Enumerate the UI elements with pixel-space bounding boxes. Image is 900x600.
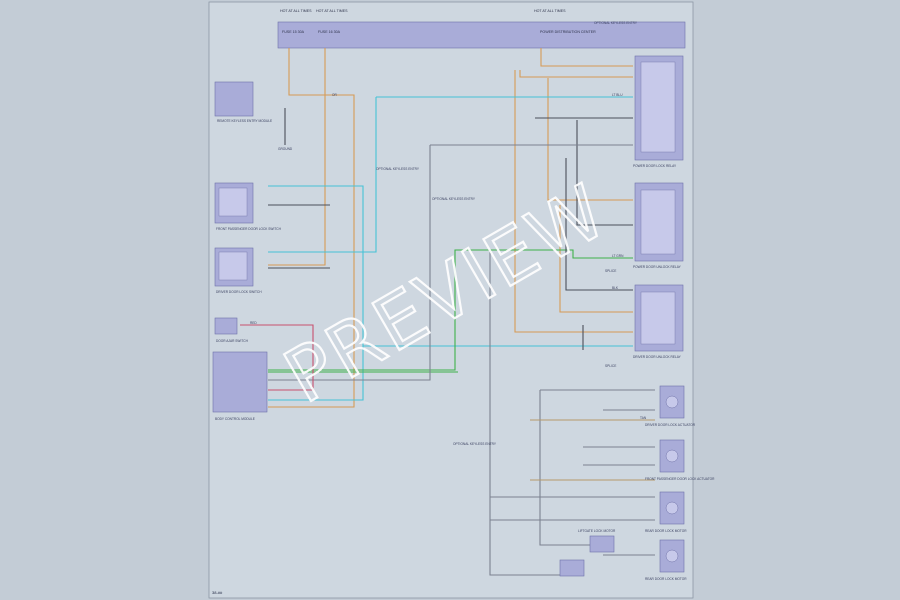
optional-note-3: OPTIONAL KEYLESS ENTRY — [453, 442, 497, 446]
driver-door-unlock-relay: DRIVER DOOR UNLOCK RELAY — [633, 284, 684, 359]
door-ajar-label: DOOR AJAR SWITCH — [216, 339, 249, 343]
front-passenger-door-lock-switch: FRONT PASSENGER DOOR LOCK SWITCH — [214, 182, 282, 231]
power-door-unlock-relay: POWER DOOR UNLOCK RELAY — [633, 182, 684, 269]
wire-label-dark: BLK — [612, 286, 619, 290]
wire-label-tan: TAN — [640, 416, 647, 420]
body-control-module: BODY CONTROL MODULE — [212, 351, 268, 421]
actuator-4-label: REAR DOOR LOCK MOTOR — [645, 577, 687, 581]
liftgate-lock-motor: LIFTGATE LOCK MOTOR — [578, 529, 616, 553]
optional-note-1: OPTIONAL KEYLESS ENTRY — [376, 167, 420, 171]
actuator-3-label: REAR DOOR LOCK MOTOR — [645, 529, 687, 533]
page-number: 38-## — [212, 590, 223, 595]
fuse-1-top: HOT AT ALL TIMES — [280, 9, 312, 13]
diagram-sheet — [208, 1, 694, 599]
wire-label-red: RED — [250, 321, 257, 325]
body-module-label: BODY CONTROL MODULE — [215, 417, 255, 421]
wire-label-orange: OR — [332, 93, 337, 97]
driver-switch-label: DRIVER DOOR LOCK SWITCH — [216, 290, 262, 294]
wires — [240, 48, 655, 576]
wire-label-cyan: LT BLU — [612, 93, 623, 97]
fuse-block-note: OPTIONAL KEYLESS ENTRY — [594, 21, 638, 25]
fuse-3-top: HOT AT ALL TIMES — [534, 9, 566, 13]
splice-note-1: SPLICE — [605, 269, 616, 273]
relay-1-label: POWER DOOR LOCK RELAY — [633, 164, 677, 168]
relay-3-label: DRIVER DOOR UNLOCK RELAY — [633, 355, 682, 359]
door-ajar-switch: DOOR AJAR SWITCH — [214, 317, 249, 343]
splice-note-2: SPLICE — [605, 364, 616, 368]
rear-door-lock-motor-right: REAR DOOR LOCK MOTOR — [645, 539, 687, 581]
fuse-1-name: FUSE 15 30A — [282, 30, 305, 34]
power-door-lock-relay: POWER DOOR LOCK RELAY — [633, 55, 684, 168]
liftgate-label: LIFTGATE LOCK MOTOR — [578, 529, 616, 533]
rear-door-lock-motor-left: REAR DOOR LOCK MOTOR — [645, 491, 687, 533]
remote-keyless-label: REMOTE KEYLESS ENTRY MODULE — [217, 119, 272, 123]
front-passenger-door-lock-actuator: FRONT PASSENGER DOOR LOCK ACTUATOR — [645, 439, 715, 481]
fuse-2-name: FUSE 16 30A — [318, 30, 341, 34]
fuse-3-name: POWER DISTRIBUTION CENTER — [540, 30, 596, 34]
driver-door-lock-switch: DRIVER DOOR LOCK SWITCH — [214, 247, 262, 294]
remote-keyless-module: REMOTE KEYLESS ENTRY MODULE — [214, 81, 272, 123]
fuse-block: HOT AT ALL TIMES FUSE 15 30A HOT AT ALL … — [277, 9, 686, 49]
relay-2-label: POWER DOOR UNLOCK RELAY — [633, 265, 682, 269]
front-passenger-switch-label: FRONT PASSENGER DOOR LOCK SWITCH — [216, 227, 282, 231]
optional-note-2: OPTIONAL KEYLESS ENTRY — [432, 197, 476, 201]
ground-note: GROUND — [278, 147, 293, 151]
splice-block — [559, 559, 585, 577]
actuator-2-label: FRONT PASSENGER DOOR LOCK ACTUATOR — [645, 477, 715, 481]
fuse-2-top: HOT AT ALL TIMES — [316, 9, 348, 13]
driver-door-lock-actuator: DRIVER DOOR LOCK ACTUATOR — [645, 385, 696, 427]
actuator-1-label: DRIVER DOOR LOCK ACTUATOR — [645, 423, 696, 427]
wire-label-green: LT GRN — [612, 254, 624, 258]
